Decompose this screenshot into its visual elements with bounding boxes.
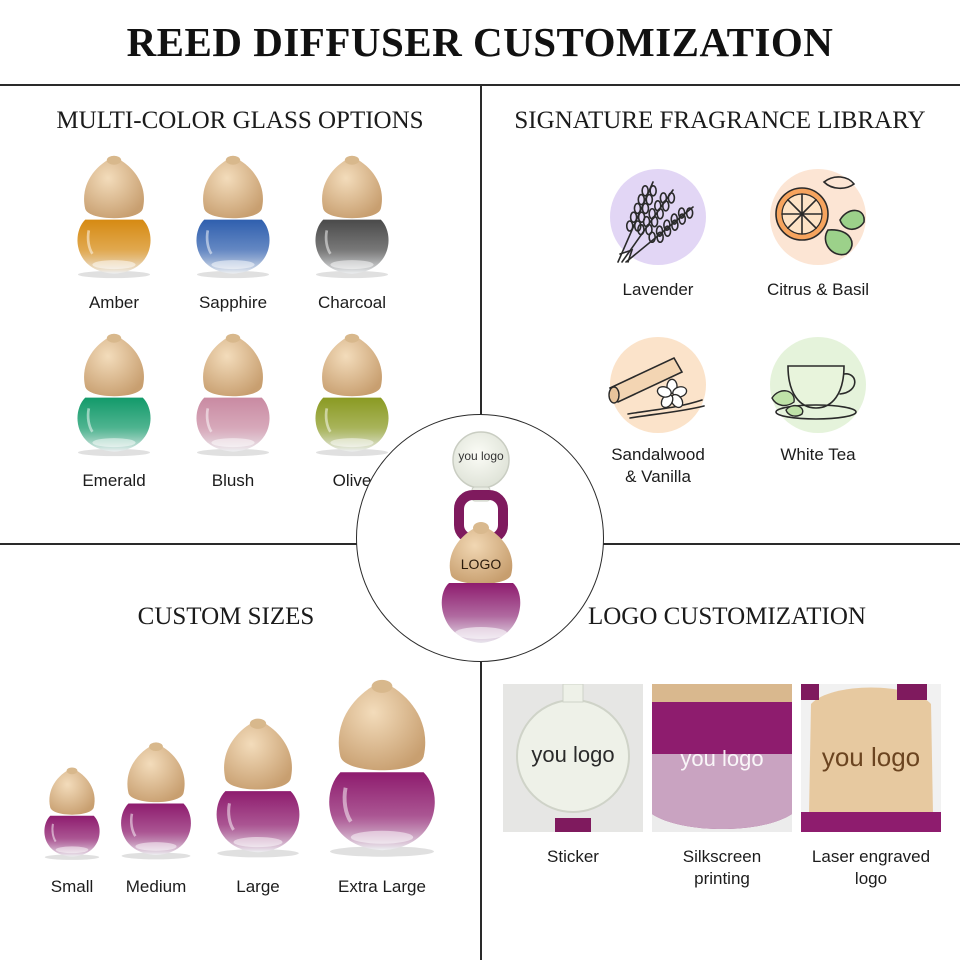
divider-vertical-top — [480, 84, 482, 415]
bottle-illustration — [77, 155, 151, 279]
glass-option-olive — [307, 328, 397, 465]
divider-middle-left — [0, 543, 357, 545]
logo-method-label: Silkscreen — [682, 847, 762, 866]
logo-method-illustration — [503, 684, 643, 832]
cap-logo-text: LOGO — [460, 556, 502, 572]
fragrance-item — [598, 162, 718, 277]
fragrance-label: White Tea — [780, 445, 856, 464]
logo-method-illustration — [801, 684, 941, 832]
logo-method-photo: you logo — [503, 684, 643, 832]
size-label: Small — [50, 877, 94, 896]
size-label: Medium — [125, 877, 187, 896]
glass-option-blush — [188, 328, 278, 465]
fragrance-label: Lavender — [622, 280, 694, 299]
glass-option-label: Blush — [211, 471, 255, 490]
size-label: Large — [236, 877, 280, 896]
bottle-illustration — [196, 333, 270, 457]
glass-option-amber — [69, 150, 159, 287]
glass-option-label: Olive — [332, 471, 372, 490]
size-label: Extra Large — [338, 877, 426, 896]
size-option-large — [207, 712, 309, 867]
glass-option-label: Sapphire — [198, 293, 268, 312]
white-tea-icon — [770, 337, 866, 433]
fragrance-label: Sandalwood — [611, 445, 705, 464]
bottle-illustration — [329, 679, 435, 857]
bottle-illustration — [315, 155, 389, 279]
logo-customization-heading: LOGO CUSTOMIZATION — [587, 603, 866, 630]
logo-method-illustration — [652, 684, 792, 832]
bottle-illustration — [216, 718, 300, 858]
logo-method-label-line2: printing — [694, 869, 750, 888]
citrus-basil-icon — [770, 169, 866, 265]
size-option-medium — [113, 738, 199, 867]
fragrance-label: Citrus & Basil — [766, 280, 870, 299]
custom-sizes-heading: CUSTOM SIZES — [137, 603, 315, 630]
glass-option-sapphire — [188, 150, 278, 287]
bottle-illustration — [196, 155, 270, 279]
logo-sample-text: you logo — [821, 742, 921, 772]
logo-method-label: Laser engraved — [811, 847, 931, 866]
size-option-small — [38, 764, 106, 867]
sandalwood-vanilla-icon — [608, 337, 706, 433]
bottle-illustration — [315, 333, 389, 457]
logo-method-photo: you logo — [801, 684, 941, 832]
glass-option-charcoal — [307, 150, 397, 287]
fragrance-item — [758, 330, 878, 445]
featured-bottle-illustration — [441, 431, 521, 643]
tag-logo-text: you logo — [458, 449, 504, 463]
logo-sample-text: you logo — [531, 742, 615, 767]
glass-option-label: Charcoal — [317, 293, 387, 312]
bottle-illustration — [121, 742, 191, 860]
glass-vial — [441, 583, 521, 643]
lavender-icon — [610, 169, 706, 265]
featured-product-circle: you logo LOGO — [356, 414, 604, 662]
glass-option-label: Emerald — [82, 471, 146, 490]
fragrance-item — [758, 162, 878, 277]
glass-option-label: Amber — [88, 293, 140, 312]
bottle-illustration — [44, 767, 100, 860]
logo-method-label-line2: logo — [854, 869, 888, 888]
logo-method-label: Sticker — [547, 847, 599, 866]
fragrance-library-heading: SIGNATURE FRAGRANCE LIBRARY — [514, 107, 926, 134]
divider-vertical-bottom — [480, 662, 482, 960]
fragrance-label-line2: & Vanilla — [625, 467, 691, 486]
glass-options-heading: MULTI-COLOR GLASS OPTIONS — [56, 107, 424, 134]
fragrance-item — [598, 330, 718, 445]
page-title: REED DIFFUSER CUSTOMIZATION — [126, 19, 834, 65]
wooden-cap — [449, 525, 513, 584]
logo-method-photo: you logo — [652, 684, 792, 832]
bottle-illustration — [77, 333, 151, 457]
glass-option-emerald — [69, 328, 159, 465]
divider-middle-right — [603, 543, 960, 545]
size-option-extra-large — [317, 672, 447, 867]
logo-sample-text: you logo — [680, 746, 764, 771]
